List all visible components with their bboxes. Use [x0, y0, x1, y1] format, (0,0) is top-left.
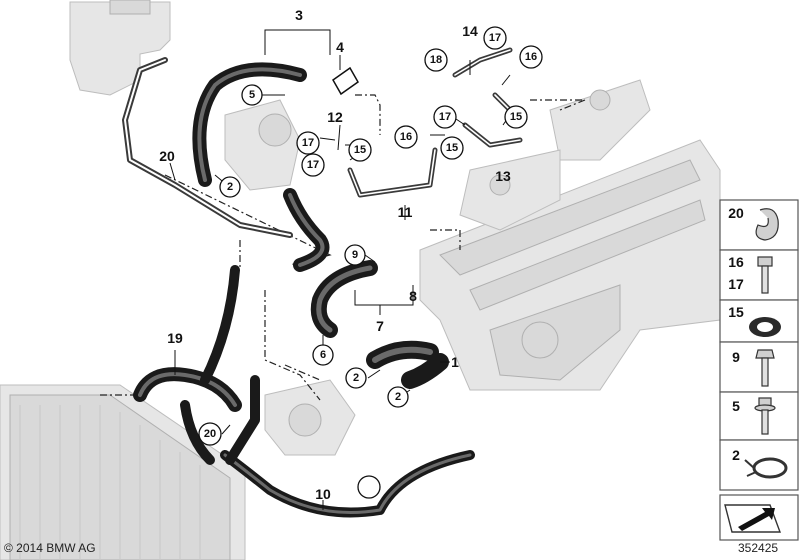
callout-17-a: 17 [296, 131, 320, 155]
callout-10: 10 [315, 486, 331, 502]
svg-text:16: 16 [400, 131, 412, 143]
svg-text:18: 18 [430, 54, 442, 66]
callout-9: 9 [344, 244, 366, 266]
callout-14: 14 [462, 23, 478, 39]
svg-text:12: 12 [327, 109, 343, 125]
copyright: © 2014 BMW AG [4, 541, 96, 555]
svg-text:7: 7 [376, 318, 384, 334]
svg-text:17: 17 [489, 32, 501, 44]
hose-18 [133, 265, 242, 412]
callout-2-top: 2 [219, 176, 241, 198]
panel-label-20: 20 [728, 205, 744, 221]
callout-6: 6 [312, 344, 334, 366]
callout-12: 12 [327, 109, 343, 125]
pipe-19 [122, 57, 293, 238]
svg-text:20: 20 [204, 428, 216, 440]
parts-panel: 20 16 17 15 9 5 2 [719, 199, 799, 541]
diagram-number: 352425 [738, 541, 779, 555]
hose-clip-icon [755, 208, 779, 241]
callout-17-c: 18 [424, 48, 448, 72]
callout-17-d: 17 [483, 26, 507, 50]
callout-5: 5 [241, 84, 263, 106]
pipe-13 [462, 122, 523, 148]
svg-text:5: 5 [249, 89, 255, 101]
callout-19: 20 [159, 148, 175, 164]
callout-15-d: 16 [519, 45, 543, 69]
callout-15-a: 15 [348, 138, 372, 162]
callout-16-b: 17 [433, 105, 457, 129]
svg-text:8: 8 [409, 288, 417, 304]
panel-label-15: 15 [728, 304, 744, 320]
svg-text:17: 17 [439, 111, 451, 123]
water-pump-ghost [264, 379, 356, 456]
hex-bolt-icon [755, 349, 775, 387]
panel-label-2: 2 [732, 447, 740, 463]
callout-16-a: 16 [394, 125, 418, 149]
hose-upper-mid [283, 188, 330, 272]
callout-7: 7 [376, 318, 384, 334]
svg-text:11: 11 [398, 204, 413, 220]
callout-3: 3 [295, 7, 303, 23]
callout-2-mid: 2 [345, 367, 367, 389]
svg-text:14: 14 [462, 23, 478, 39]
svg-text:15: 15 [446, 142, 458, 154]
engine-block-ghost [419, 139, 721, 391]
callout-11: 11 [398, 204, 413, 220]
callout-2-low: 2 [387, 386, 409, 408]
callout-18: 19 [167, 330, 183, 346]
svg-text:20: 20 [159, 148, 175, 164]
svg-text:9: 9 [352, 249, 358, 261]
svg-text:2: 2 [395, 391, 401, 403]
svg-text:13: 13 [495, 168, 511, 184]
panel-label-5: 5 [732, 398, 740, 414]
svg-text:3: 3 [295, 7, 303, 23]
callout-20-b [357, 475, 381, 499]
svg-text:15: 15 [510, 111, 522, 123]
svg-text:15: 15 [354, 144, 366, 156]
radiator-ghost [0, 384, 246, 560]
bolt-hex-socket-icon [757, 256, 773, 294]
svg-text:17: 17 [307, 159, 319, 171]
svg-text:2: 2 [353, 372, 359, 384]
svg-text:6: 6 [320, 349, 326, 361]
seal-ring-icon [749, 317, 781, 337]
hose-10 [180, 375, 475, 518]
callout-17-b: 17 [301, 153, 325, 177]
expansion-tank-ghost [69, 0, 171, 96]
panel-label-17: 17 [728, 276, 744, 292]
exhaust-manifold-ghost [459, 79, 651, 231]
hose-6 [310, 260, 378, 338]
svg-text:19: 19 [167, 330, 183, 346]
svg-text:4: 4 [336, 39, 344, 55]
spring-clamp-icon [744, 457, 788, 479]
seal-part-4 [332, 66, 359, 96]
flange-bolt-icon [754, 397, 776, 435]
svg-text:17: 17 [302, 137, 314, 149]
callout-15-b: 15 [440, 136, 464, 160]
callout-15-c: 15 [504, 105, 528, 129]
hose-1 [366, 340, 449, 389]
callout-8: 8 [409, 288, 417, 304]
thermostat-housing-ghost [224, 99, 301, 191]
callout-20-a: 20 [198, 422, 222, 446]
arrow-sheet-icon [724, 504, 782, 533]
callout-1: 1 [451, 354, 459, 370]
callout-4: 4 [336, 39, 344, 55]
svg-text:2: 2 [227, 181, 233, 193]
svg-text:1: 1 [451, 354, 459, 370]
panel-label-9: 9 [732, 349, 740, 365]
panel-label-16: 16 [728, 254, 744, 270]
svg-text:10: 10 [315, 486, 331, 502]
pipe-11 [347, 147, 438, 198]
callout-13: 13 [495, 168, 511, 184]
hose-3 [192, 62, 307, 187]
svg-text:16: 16 [525, 51, 537, 63]
